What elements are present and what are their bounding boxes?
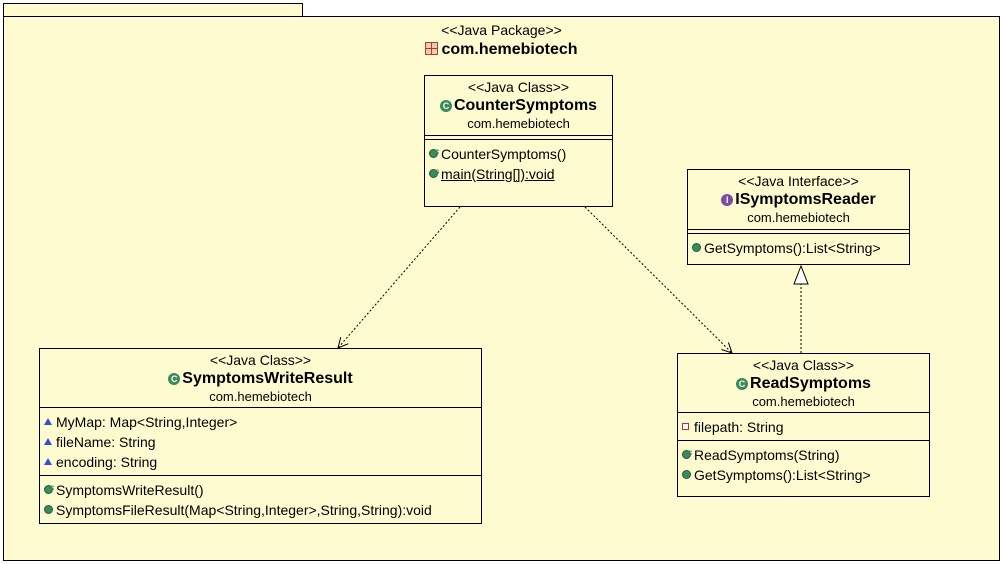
package-icon [425, 42, 439, 55]
class-package: com.hemebiotech [209, 389, 312, 404]
public-dot-icon [682, 465, 694, 485]
package-tab [3, 3, 303, 17]
stereotype: <<Java Class>> [209, 352, 312, 368]
constructor-icon: c [44, 480, 56, 500]
class-c-icon: C [439, 100, 452, 112]
realization-arrowhead [793, 264, 809, 285]
class-name: ReadSymptoms [750, 375, 871, 392]
package-stereotype: <<Java Package>> [441, 22, 562, 38]
static-icon: s [429, 164, 441, 184]
stereotype: <<Java Interface>> [738, 173, 859, 189]
method-row: GetSymptoms():List<String> [682, 465, 925, 485]
public-dot-icon [44, 500, 56, 520]
field-row: MyMap: Map<String,Integer> [44, 412, 477, 432]
field-row: filepath: String [682, 417, 925, 437]
stereotype: <<Java Class>> [467, 79, 570, 95]
class-c-icon: C [736, 378, 749, 390]
class-package: com.hemebiotech [752, 394, 855, 409]
field-row: encoding: String [44, 452, 477, 472]
class-name: CounterSymptoms [453, 97, 598, 114]
interface-name: ISymptomsReader [735, 191, 876, 208]
private-square-icon [682, 417, 694, 437]
fields-section [425, 135, 612, 139]
constructor-icon: c [429, 144, 441, 164]
dependency-counter-to-reader [584, 206, 732, 353]
package-triangle-icon [44, 452, 56, 472]
class-name: SymptomsWriteResult [182, 370, 353, 387]
class-c-icon: C [168, 373, 181, 385]
stereotype: <<Java Class>> [752, 357, 855, 373]
interface-i-icon: I [721, 194, 734, 206]
package-triangle-icon [44, 412, 56, 432]
dependency-counter-to-writer [338, 206, 461, 348]
interface-package: com.hemebiotech [747, 210, 850, 225]
field-row: fileName: String [44, 432, 477, 452]
package-name: com.hemebiotech [441, 41, 578, 58]
constructor-icon: c [682, 445, 694, 465]
fields-section: filepath: String [678, 412, 929, 440]
package-triangle-icon [44, 432, 56, 452]
methods-section: GetSymptoms():List<String> [688, 233, 909, 261]
public-dot-icon [692, 238, 704, 258]
fields-section: MyMap: Map<String,Integer> fileName: Str… [40, 407, 481, 475]
method-row: GetSymptoms():List<String> [692, 238, 905, 258]
class-package: com.hemebiotech [467, 116, 570, 131]
package-name-row: com.hemebiotech [4, 41, 999, 59]
fields-section [688, 229, 909, 233]
method-row: SymptomsFileResult(Map<String,Integer>,S… [44, 500, 477, 520]
